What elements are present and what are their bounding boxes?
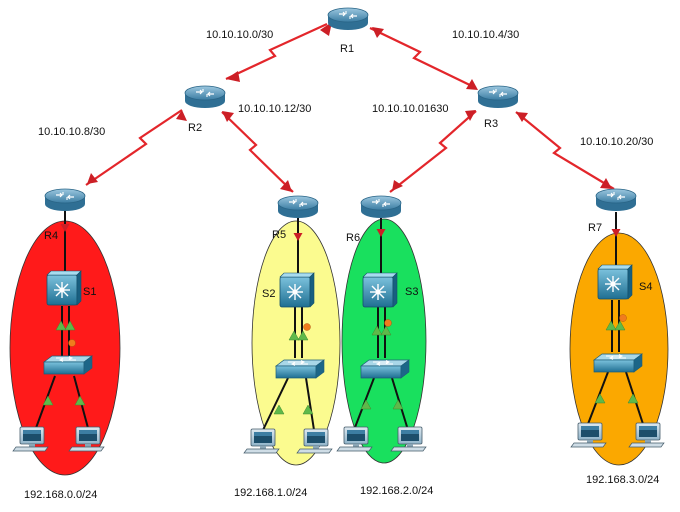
switch-label-s1: S1 — [83, 286, 96, 298]
link-arrow — [392, 180, 403, 191]
pcs — [12, 422, 665, 454]
lan-zones — [9, 218, 669, 476]
switch-label-s3: S3 — [405, 286, 418, 298]
multilayer-switch-icon-s4[interactable] — [597, 264, 633, 300]
router-label-r4: R4 — [44, 230, 58, 242]
serial-link-r1-r2 — [225, 22, 328, 80]
cable-sw-pc — [262, 377, 289, 431]
router-icon-r1[interactable] — [327, 7, 369, 31]
subnet-label-r3-r6: 10.10.10.01630 — [372, 103, 448, 115]
router-label-r3: R3 — [484, 118, 498, 130]
port-status-orange — [68, 339, 76, 347]
subnet-label-r1-r2: 10.10.10.0/30 — [206, 29, 273, 41]
switch-label-s2: S2 — [262, 288, 275, 300]
subnet-label-r3-r7: 10.10.10.20/30 — [580, 136, 653, 148]
wan-subnet-labels: 10.10.10.0/30 10.10.10.4/30 10.10.10.8/3… — [38, 29, 653, 148]
pc-icon[interactable] — [570, 422, 607, 448]
subnet-label-r2-r5: 10.10.10.12/30 — [238, 103, 311, 115]
lan-subnet-label: 192.168.2.0/24 — [360, 485, 433, 497]
port-status-orange — [384, 319, 392, 327]
router-label-r7: R7 — [588, 222, 602, 234]
lan-cables — [35, 210, 644, 431]
device-labels: R1 R2 R3 R4 R5 R6 R7 S1 S2 S3 S4 — [44, 43, 652, 300]
serial-link-r3-r6 — [389, 110, 477, 193]
port-status-orange — [619, 314, 627, 322]
serial-link-r3-r7 — [515, 111, 615, 190]
link-arrow — [600, 178, 612, 189]
multilayer-switch-icon-s3[interactable] — [362, 272, 398, 308]
router-icon-r3[interactable] — [477, 85, 519, 109]
router-icon-r7[interactable] — [595, 188, 637, 212]
subnet-label-r2-r4: 10.10.10.8/30 — [38, 126, 105, 138]
router-label-r6: R6 — [346, 232, 360, 244]
router-icon-r6[interactable] — [360, 195, 402, 219]
cable-sw-pc — [305, 377, 315, 431]
serial-link-r1-r3 — [369, 27, 477, 89]
multilayer-switch-icon-s2[interactable] — [279, 272, 315, 308]
link-arrow — [176, 110, 187, 121]
subnet-label-r1-r3: 10.10.10.4/30 — [452, 29, 519, 41]
port-indicators — [42, 224, 639, 415]
link-arrow — [222, 111, 234, 122]
access-switch-icon[interactable] — [275, 359, 325, 379]
link-arrow — [516, 112, 528, 122]
routers — [44, 7, 637, 219]
router-icon-r5[interactable] — [277, 195, 319, 219]
pc-icon[interactable] — [243, 428, 280, 454]
port-status-orange — [303, 323, 311, 331]
router-label-r2: R2 — [188, 122, 202, 134]
switch-label-s4: S4 — [639, 281, 652, 293]
multilayer-switch-icon-s1[interactable] — [46, 270, 82, 306]
pc-icon[interactable] — [336, 426, 373, 452]
serial-link-r2-r5 — [221, 111, 294, 193]
multilayer-switches — [46, 264, 633, 308]
router-label-r1: R1 — [340, 43, 354, 55]
link-arrow — [280, 180, 292, 192]
access-switch-icon[interactable] — [43, 355, 93, 375]
router-icon-r4[interactable] — [44, 188, 86, 212]
wan-links — [85, 22, 615, 193]
link-arrow — [372, 27, 384, 38]
router-label-r5: R5 — [272, 229, 286, 241]
access-switch-icon[interactable] — [593, 353, 643, 373]
access-switch-icon[interactable] — [360, 359, 410, 379]
link-arrow — [466, 79, 478, 90]
lan-subnet-label: 192.168.1.0/24 — [234, 487, 307, 499]
pc-icon[interactable] — [12, 426, 49, 452]
lan-subnet-label: 192.168.3.0/24 — [586, 474, 659, 486]
wan-link-arrows — [87, 22, 612, 192]
link-arrow — [226, 71, 240, 82]
serial-link-r2-r4 — [85, 109, 183, 186]
lan-subnet-label: 192.168.0.0/24 — [24, 489, 97, 501]
router-icon-r2[interactable] — [184, 85, 226, 109]
link-arrow — [320, 22, 332, 36]
link-arrow — [87, 173, 98, 184]
link-arrow — [465, 110, 476, 121]
lan-subnet-labels: 192.168.0.0/24 192.168.1.0/24 192.168.2.… — [24, 474, 659, 501]
